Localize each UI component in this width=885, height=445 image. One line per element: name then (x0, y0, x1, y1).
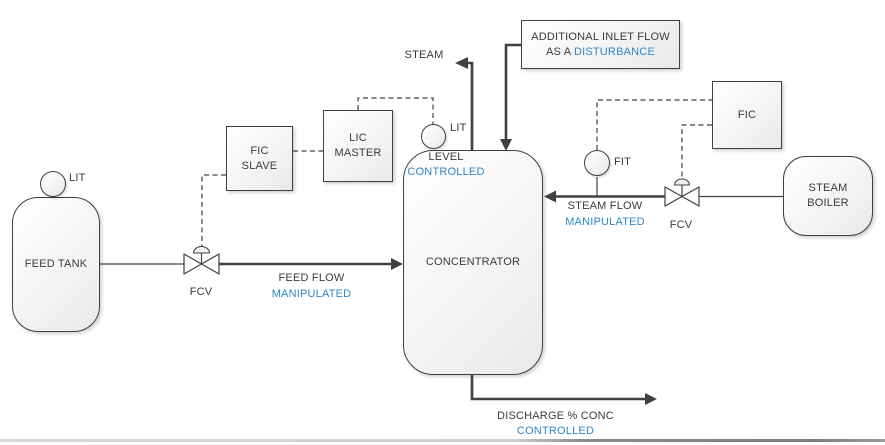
lit-feed-tank-label: LIT (69, 172, 86, 184)
feed-flow-label: FEED FLOW (278, 272, 345, 284)
disturbance-note-line2: AS A DISTURBANCE (546, 45, 655, 60)
disturbance-note-box: ADDITIONAL INLET FLOW AS A DISTURBANCE (521, 20, 680, 69)
steam-valve-right-triangle (681, 186, 700, 207)
level-label: LEVEL (428, 151, 464, 163)
signal-fic-slave-to-feed-valve (201, 174, 226, 246)
signal-fic-to-steam-valve (681, 124, 712, 178)
feed-flow-label-group: FEED FLOW MANIPULATED (259, 270, 364, 302)
feed-valve-left-triangle (183, 253, 203, 275)
steam-flow-arrowhead-icon (544, 190, 556, 203)
steam-valve-actuator-dome (673, 178, 691, 186)
disturbance-note-term: DISTURBANCE (573, 45, 655, 58)
steam-boiler-label-line2: BOILER (807, 197, 849, 209)
steam-fcv-label: FCV (669, 219, 693, 231)
signal-lic-master-to-lit (357, 97, 434, 124)
discharge-arrow-line (470, 375, 645, 401)
feed-valve-right-triangle (200, 253, 220, 275)
lic-master-label-line1: LIC (349, 132, 367, 144)
fic-controller: FIC (712, 81, 782, 149)
steam-flow-label-group: STEAM FLOW MANIPULATED (555, 198, 655, 230)
disturbance-note-prefix: AS A (546, 45, 571, 58)
feed-flow-role-label: MANIPULATED (271, 288, 352, 300)
fit-steam-instrument-circle (584, 150, 610, 176)
steam-vent-label: STEAM (404, 49, 444, 61)
steam-flow-role-label: MANIPULATED (565, 216, 645, 228)
fic-slave-label-line2: SLAVE (241, 159, 278, 172)
lic-master-label-line2: MASTER (334, 147, 382, 159)
lic-master-controller: LIC MASTER (323, 110, 393, 182)
feed-fcv-label: FCV (189, 286, 213, 298)
disturbance-note-line1: ADDITIONAL INLET FLOW (531, 30, 670, 43)
fic-slave-label-line1: FIC (250, 144, 269, 157)
steam-vent-arrow-line (467, 61, 474, 151)
steam-control-valve-icon (664, 178, 700, 207)
level-role-label: CONTROLLED (407, 166, 485, 178)
feed-tank-vessel: FEED TANK (12, 197, 100, 332)
lit-concentrator-label: LIT (450, 122, 467, 134)
lit-concentrator-instrument-circle (421, 124, 446, 149)
discharge-role-label: CONTROLLED (516, 425, 595, 437)
discharge-arrowhead-icon (645, 393, 657, 405)
fic-slave-controller: FIC SLAVE (226, 126, 293, 191)
fic-label: FIC (737, 108, 757, 121)
steam-boiler-label-line1: STEAM (808, 182, 848, 194)
steam-flow-label: STEAM FLOW (567, 200, 643, 212)
discharge-label-group: DISCHARGE % CONC CONTROLLED (479, 409, 632, 439)
feed-tank-label: FEED TANK (24, 258, 88, 270)
level-controlled-label: LEVEL CONTROLLED (396, 150, 496, 180)
disturbance-inlet-arrow-line (504, 43, 521, 140)
steam-vent-arrowhead-icon (455, 57, 468, 69)
feed-flow-arrowhead-icon (391, 258, 403, 270)
bottom-edge-line (0, 439, 885, 442)
feed-valve-actuator-dome (192, 246, 211, 254)
fit-steam-label: FIT (614, 156, 632, 168)
feed-control-valve-icon (183, 246, 220, 275)
disturbance-inlet-arrowhead-icon (500, 139, 512, 151)
lit-feed-tank-instrument-circle (40, 171, 66, 197)
concentrator-label: CONCENTRATOR (425, 256, 521, 268)
steam-boiler-vessel: STEAM BOILER (783, 156, 873, 236)
discharge-label: DISCHARGE % CONC (497, 410, 614, 422)
steam-valve-left-triangle (664, 186, 683, 207)
concentrator-vessel: CONCENTRATOR (403, 150, 543, 375)
